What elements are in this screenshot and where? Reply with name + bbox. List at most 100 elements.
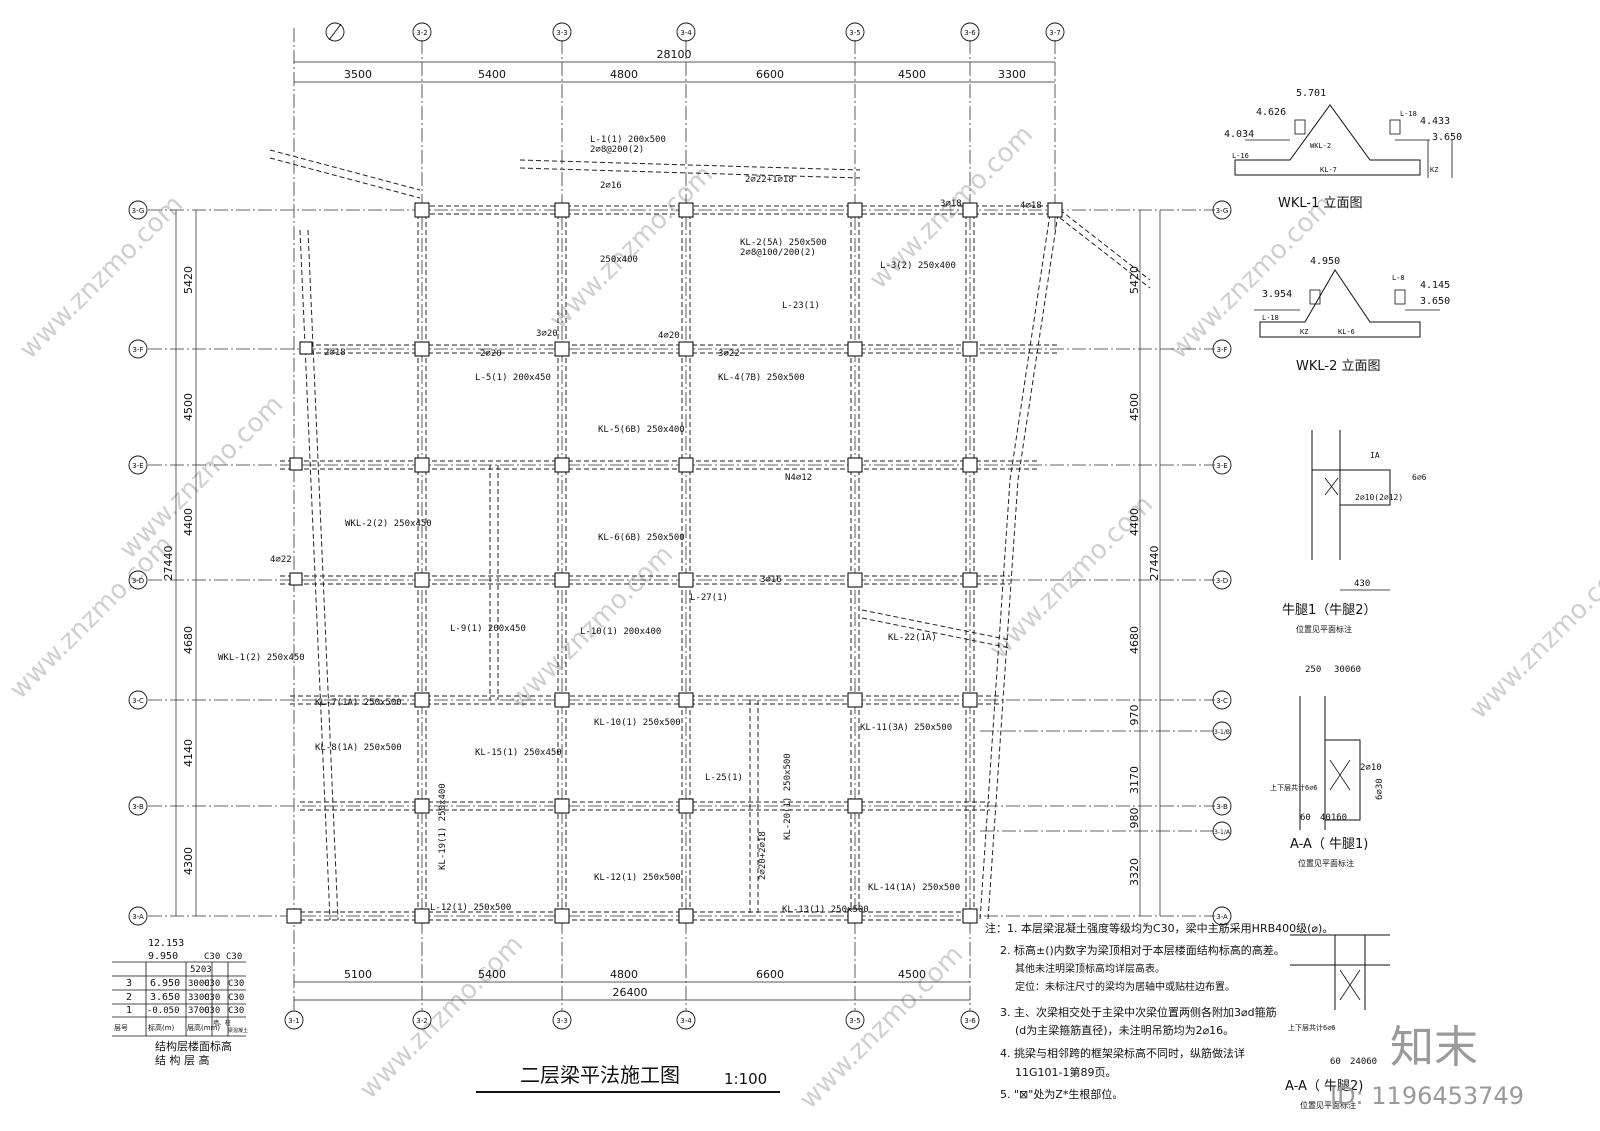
top-total-dim: 28100 [657,48,692,61]
rebar-13: 2⌀20+2⌀18 [758,831,768,880]
beam-label-21: KL-22(1A) [888,633,937,643]
rebar-1: 3⌀18 [940,199,962,209]
beam-label-15: KL-10(1) 250x500 [594,718,681,728]
right-dim-text: 27440 5420 4500 4400 4680 970 3170 980 3… [1128,266,1161,886]
rebar-4: 2⌀16 [600,181,622,191]
wkl1-title: WKL-1 立面图 [1278,196,1363,211]
bottom-axis-1: 3-1 [288,1017,299,1025]
right-dim-6: 3170 [1128,766,1141,794]
left-dim-6: 4300 [182,847,195,875]
left-dim-text: 27440 5420 4500 4400 4680 4140 4300 [162,266,195,875]
corbel-plan-dim-1: 430 [1354,579,1370,589]
left-axis-1: 3-G [132,207,145,215]
beam-label-6: KL-5(6B) 250x400 [598,425,685,435]
bottom-dim-3: 4800 [610,968,638,981]
right-axis-8: 3-1/A [1214,829,1231,836]
corbel-b-note: 位置见平面标注 [1300,1100,1356,1110]
beam-label-2: 2⌀8@200(2) [590,145,644,155]
left-axis-5: 3-C [132,697,144,705]
beam-label-25: WKL-1(2) 250x450 [218,653,305,663]
top-axis-1: 3-2 [416,29,427,37]
beam-label-22: L-25(1) [705,773,743,783]
beam-label-17: KL-12(1) 250x500 [594,873,681,883]
left-dim-5: 4140 [182,739,195,767]
corbel-a-dim-1: 250 [1305,665,1321,675]
beam-label-7: KL-6(6B) 250x500 [598,533,685,543]
wkl2-label-4: KZ [1300,328,1308,336]
wkl2-level-1: 4.950 [1310,256,1340,267]
wkl2-label-3: L-18 [1262,314,1279,322]
note-8: 11G101-1第89页。 [1015,1065,1116,1079]
bottom-dim-text: 5100 5400 4800 6600 4500 26400 [344,968,926,999]
level-row-1-c1: C30 [204,952,220,962]
level-row-5-c2: C30 [228,1006,244,1016]
watermark-4: www.znzmo.com [544,160,719,335]
wkl1-label-5: KZ [1430,166,1438,174]
right-dim-8: 3320 [1128,858,1141,886]
rebar-5: 4⌀18 [1020,201,1042,211]
note-4: 定位：未标注尺寸的梁均为居轴中或贴柱边布置。 [1015,980,1235,993]
level-header-5: 梁混凝土 [228,1027,248,1034]
note-1: 注：1. 本层梁混凝土强度等级均为C30，梁中主筋采用HRB400级(⌀)。 [985,921,1333,935]
right-axis-2: 3-F [1216,346,1227,354]
rebar-annotations: 3⌀18 3⌀20 2⌀18 2⌀16 4⌀18 4⌀20 3⌀22 2⌀20 … [270,175,1042,880]
left-axis-7: 3-A [132,913,144,921]
level-row-1-c2: C30 [226,952,242,962]
note-2: 2. 标高±()内数字为梁顶相对于本层楼面结构标高的高差。 [1000,943,1285,957]
wkl2-title: WKL-2 立面图 [1296,359,1381,374]
brand-id: ID: 1196453749 [1330,1082,1524,1110]
corbel-a-dim-4: 6⌀30 [1375,778,1385,800]
level-header-3: 层高(mm) [187,1023,220,1032]
level-header-4: 墙、柱 [213,1019,231,1027]
corbel-a-note: 位置见平面标注 [1298,858,1354,868]
watermark-11: www.znzmo.com [354,930,529,1105]
corbel-a-dim-3: 2⌀10 [1360,763,1382,773]
rebar-9: N4⌀12 [785,473,812,483]
level-row-3-no: 3 [126,978,132,989]
bottom-dim-5: 4500 [898,968,926,981]
level-row-4-c2: C30 [228,993,244,1003]
wkl1-level-5: 3.650 [1432,132,1462,143]
level-row-3-elev: 6.950 [150,978,180,989]
wkl1-level-1: 5.701 [1296,88,1326,99]
corbel-b-dim-3: 上下层共计6⌀6 [1288,1023,1336,1032]
level-header-2: 标高(m) [148,1023,175,1032]
bottom-axis-4: 3-4 [680,1017,692,1025]
rebar-11: 4⌀22 [270,555,292,565]
wkl2-label-2: L-8 [1392,274,1405,282]
wkl1-label-1: WKL-2 [1310,142,1331,150]
corbel-a-dim-7: 上下层共计6⌀6 [1270,783,1318,792]
rebar-3: 2⌀18 [324,348,346,358]
level-row-4-c1: C30 [204,993,220,1003]
wkl2-label-1: KL-6 [1338,328,1355,336]
corbel-section-1: 250 30060 2⌀10 6⌀30 60 40160 上下层共计6⌀6 A-… [1270,665,1385,868]
note-6: (d为主梁箍筋直径)，未注明吊筋均为2⌀16。 [1015,1023,1234,1037]
left-axis-3: 3-E [132,462,143,470]
beam-label-23: L-27(1) [690,593,728,603]
bottom-axis-2: 3-2 [416,1017,427,1025]
beam-label-8: L-5(1) 200x450 [475,373,551,383]
watermark-9: www.znzmo.com [794,940,969,1115]
watermark-1: www.znzmo.com [14,190,189,365]
corbel-plan-dim-2: 2⌀10(2⌀12) [1355,493,1403,502]
level-row-4-no: 2 [126,992,132,1003]
brand-mark: 知末 ID: 1196453749 [1330,1022,1524,1110]
bottom-axis-6: 3-6 [964,1017,976,1025]
right-dim-3: 4400 [1128,508,1141,536]
beam-label-20: KL-15(1) 250x450 [475,748,562,758]
right-dim-1: 5420 [1128,266,1141,294]
beam-label-3: KL-2(5A) 250x500 [740,238,827,248]
beam-label-1: L-1(1) 200x500 [590,135,666,145]
beam-label-16: KL-11(3A) 250x500 [860,723,952,733]
beam-label-13: L-9(1) 200x450 [450,624,526,634]
bottom-dim-1: 5100 [344,968,372,981]
beam-annotations: L-1(1) 200x500 2⌀8@200(2) KL-2(5A) 250x5… [218,135,960,915]
note-9: 5. "⊠"处为Z*生根部位。 [1000,1087,1123,1101]
top-axis-5: 3-6 [964,29,976,37]
right-axis-5: 3-C [1216,697,1228,705]
beam-label-11: KL-7(1A) 250x500 [315,698,402,708]
beam-label-19: KL-14(1A) 250x500 [868,883,960,893]
left-dim-2: 4500 [182,393,195,421]
top-dim-text: 28100 3500 5400 4800 6600 4500 3300 [344,48,1026,81]
top-axis-2: 3-3 [556,29,567,37]
